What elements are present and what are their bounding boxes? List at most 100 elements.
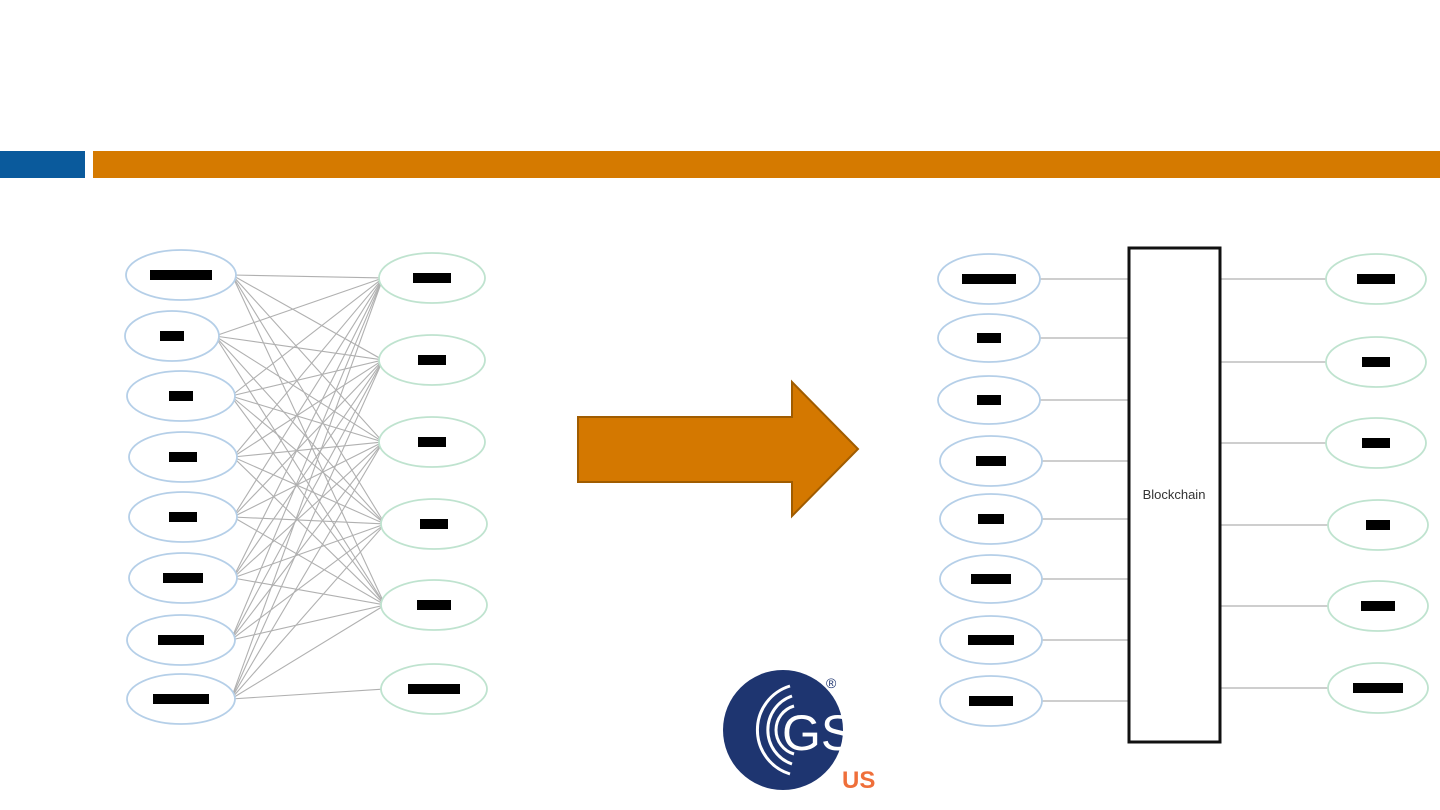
before-edge <box>232 277 384 458</box>
before-edge <box>232 516 386 525</box>
before-right-node <box>378 416 486 468</box>
header-accent-bar-blue <box>0 151 85 178</box>
redacted-label <box>169 512 197 522</box>
before-edge <box>214 335 384 443</box>
redacted-label <box>962 274 1016 284</box>
before-left-node <box>125 249 237 301</box>
after-left-node <box>939 675 1043 727</box>
redacted-label <box>418 355 446 365</box>
before-edge <box>232 359 384 458</box>
before-left-node <box>128 491 238 543</box>
after-left-node <box>939 493 1043 545</box>
before-edge <box>230 523 386 641</box>
before-left-node <box>126 673 236 725</box>
after-right-node <box>1327 499 1429 551</box>
before-edge <box>230 395 386 606</box>
before-edge <box>232 516 386 606</box>
before-edge <box>232 277 384 579</box>
redacted-label <box>417 600 451 610</box>
redacted-label <box>977 395 1001 405</box>
before-left-node <box>128 431 238 483</box>
after-right-node <box>1327 662 1429 714</box>
registered-mark: ® <box>826 675 837 691</box>
after-right-node <box>1327 580 1429 632</box>
before-left-node <box>126 370 236 422</box>
before-right-node <box>380 498 488 550</box>
before-edge <box>232 523 386 579</box>
redacted-label <box>413 273 451 283</box>
before-left-node <box>128 552 238 604</box>
before-edge <box>232 456 386 525</box>
before-edge <box>231 274 384 443</box>
redacted-label <box>978 514 1004 524</box>
redacted-label <box>160 331 184 341</box>
redacted-label <box>969 696 1013 706</box>
redacted-label <box>408 684 460 694</box>
after-left-node <box>937 253 1041 305</box>
blockchain-hub <box>1127 246 1222 744</box>
gs1-logo-icon: GS1 ® US <box>723 670 882 794</box>
before-edge <box>232 359 384 579</box>
redacted-label <box>977 333 1001 343</box>
before-edge <box>232 441 384 518</box>
redacted-label <box>971 574 1011 584</box>
before-edge <box>230 604 386 641</box>
redacted-label <box>1362 357 1390 367</box>
redacted-label <box>153 694 209 704</box>
before-right-node <box>380 579 488 631</box>
before-left-nodes <box>124 249 238 725</box>
before-edge <box>230 359 384 700</box>
redacted-label <box>1357 274 1395 284</box>
redacted-label <box>1361 601 1395 611</box>
before-edge <box>231 274 384 279</box>
before-right-nodes <box>378 252 488 715</box>
after-right-node <box>1325 336 1427 388</box>
before-right-node <box>378 252 486 304</box>
before-edge <box>232 456 386 606</box>
before-edge <box>230 395 386 525</box>
before-left-node <box>124 310 220 362</box>
before-right-node <box>380 663 488 715</box>
after-left-node <box>939 435 1043 487</box>
before-edge <box>230 277 384 397</box>
after-right-node <box>1325 253 1427 305</box>
redacted-label <box>968 635 1014 645</box>
before-edge <box>214 335 386 606</box>
before-edge <box>232 577 386 606</box>
after-left-node <box>937 375 1041 425</box>
after-left-node <box>937 313 1041 363</box>
before-edges <box>214 274 386 700</box>
logo-region-us: US <box>842 767 875 794</box>
redacted-label <box>420 519 448 529</box>
before-edge <box>230 688 386 700</box>
redacted-label <box>158 635 204 645</box>
before-edge <box>214 335 386 525</box>
before-left-node <box>126 614 236 666</box>
before-edge <box>230 395 384 443</box>
before-edge <box>230 441 384 700</box>
before-right-node <box>378 334 486 386</box>
before-edge <box>230 441 384 641</box>
before-edge <box>230 604 386 700</box>
before-edge <box>230 277 384 641</box>
before-edge <box>230 359 384 641</box>
redacted-label <box>1362 438 1390 448</box>
after-left-node <box>939 615 1043 665</box>
header-accent-bar-orange <box>93 151 1440 178</box>
before-edge <box>230 277 384 700</box>
redacted-label <box>169 452 197 462</box>
redacted-label <box>150 270 212 280</box>
redacted-label <box>163 573 203 583</box>
redacted-label <box>1366 520 1390 530</box>
after-left-node <box>939 554 1043 604</box>
after-right-nodes <box>1325 253 1429 714</box>
before-edge <box>232 441 384 458</box>
before-edge <box>232 277 384 518</box>
before-edge <box>231 274 384 361</box>
gs1-wordmark: GS1 <box>782 705 882 761</box>
before-edge <box>230 359 384 397</box>
redacted-label <box>976 456 1006 466</box>
after-right-node <box>1325 417 1427 469</box>
redacted-label <box>1353 683 1403 693</box>
after-edges <box>1040 278 1328 702</box>
